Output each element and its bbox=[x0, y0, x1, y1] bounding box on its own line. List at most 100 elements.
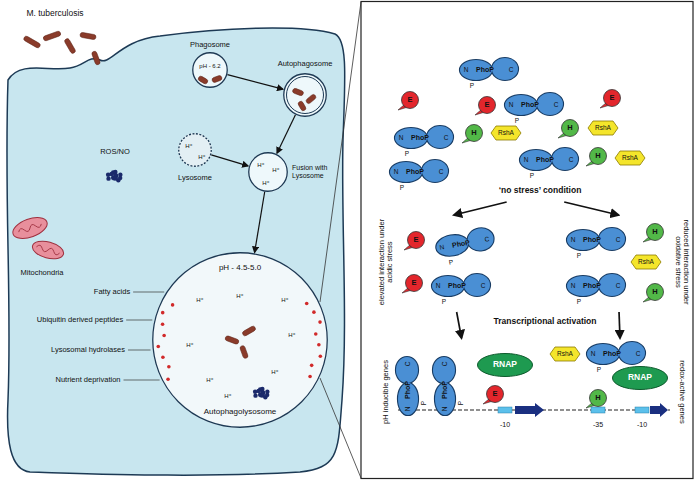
phop-protein bbox=[567, 228, 625, 250]
promoter-element bbox=[635, 407, 649, 413]
polymerase-shape bbox=[478, 354, 533, 377]
compartment-membrane bbox=[179, 134, 212, 167]
phop-c-domain bbox=[492, 58, 518, 80]
ros-particle bbox=[256, 389, 260, 393]
mitochondrion bbox=[10, 213, 50, 242]
node-outline bbox=[380, 55, 690, 200]
sigma-body bbox=[590, 148, 607, 165]
domain-letter: N bbox=[404, 407, 411, 412]
domain-letter: C bbox=[444, 134, 449, 141]
phop-c-domain bbox=[537, 93, 563, 115]
phop-outline bbox=[599, 274, 625, 296]
node-label: elevated interaction under acidic stress bbox=[378, 217, 395, 307]
sigma-letter: H bbox=[471, 129, 476, 137]
sigma-letter: H bbox=[595, 394, 600, 402]
macrophage-cell bbox=[7, 28, 345, 475]
phop-outline bbox=[433, 357, 455, 383]
node-label: Fusion with Lysosome bbox=[292, 164, 334, 179]
degradative-particle bbox=[161, 323, 165, 327]
rsha-protein bbox=[588, 121, 618, 135]
proton-label: H⁺ bbox=[262, 180, 270, 187]
phop-c-domain bbox=[552, 148, 578, 170]
phop-protein bbox=[587, 342, 645, 364]
ros-particle bbox=[118, 173, 122, 177]
phop-protein bbox=[433, 357, 455, 415]
rsha-shape bbox=[588, 121, 618, 135]
bacterium bbox=[239, 345, 248, 359]
domain-letter: C bbox=[616, 236, 621, 243]
bacterium bbox=[297, 100, 306, 111]
node-outline bbox=[378, 215, 530, 310]
promoter-label: -10 bbox=[500, 421, 510, 429]
fusion-compartment: Fusion with Lysosome bbox=[248, 152, 288, 192]
phop-outline bbox=[492, 58, 518, 80]
protein-name: RshA bbox=[557, 350, 573, 357]
sigma-body bbox=[402, 92, 419, 109]
mitochondrion-body bbox=[30, 238, 65, 262]
flow-arrow bbox=[564, 202, 618, 215]
node-label: RNAP bbox=[628, 373, 652, 382]
node-label: Phagosome bbox=[190, 41, 230, 49]
phop-c-domain bbox=[433, 357, 455, 383]
compartment-fill bbox=[178, 133, 212, 167]
proton-label: H⁺ bbox=[186, 342, 194, 349]
inner-membrane bbox=[287, 77, 324, 114]
sigma-factor bbox=[404, 232, 425, 251]
promoter-label: -10 bbox=[637, 421, 647, 429]
compartment-membrane bbox=[284, 74, 327, 117]
rsha-shape bbox=[631, 255, 661, 269]
domain-letter: N bbox=[441, 407, 448, 412]
domain-letter: N bbox=[571, 282, 576, 289]
protein-name: PhoP bbox=[441, 381, 449, 399]
annotation-label: Transcriptional activation bbox=[494, 317, 597, 326]
sigma-body bbox=[647, 224, 664, 241]
phop-protein bbox=[460, 58, 518, 80]
phosphate-label: P bbox=[420, 401, 427, 405]
bacterium bbox=[242, 325, 257, 336]
phop-outline bbox=[599, 228, 625, 250]
rsha-protein bbox=[615, 151, 645, 165]
acidic-stress-state: elevated interaction under acidic stress bbox=[378, 215, 530, 310]
phagosome-compartment: PhagosomepH - 6.2 bbox=[192, 52, 228, 88]
protein-name: PhoP bbox=[411, 134, 429, 142]
sigma-body bbox=[487, 386, 504, 403]
phosphate-label: P bbox=[530, 172, 534, 179]
flow-arrow bbox=[277, 115, 295, 153]
degradative-particle bbox=[162, 334, 166, 338]
node-outline bbox=[152, 252, 328, 428]
compartment-membrane bbox=[193, 53, 228, 88]
compartment-fill bbox=[248, 152, 288, 192]
degradative-particle bbox=[161, 355, 165, 359]
zoom-line bbox=[320, 378, 361, 478]
domain-letter: C bbox=[441, 362, 448, 367]
annotation-label: Ubiquitin derived peptides bbox=[37, 316, 123, 324]
sigma-body bbox=[604, 90, 621, 107]
flow-arrow bbox=[211, 155, 248, 166]
phosphate-label: P bbox=[457, 401, 464, 405]
sigma-letter: H bbox=[652, 288, 657, 296]
node-outline bbox=[283, 73, 327, 117]
degradative-particle bbox=[166, 378, 170, 382]
rsha-shape bbox=[491, 126, 521, 140]
domain-letter: C bbox=[481, 282, 486, 289]
phop-protein bbox=[567, 274, 625, 296]
domain-letter: C bbox=[484, 235, 490, 243]
phop-outline bbox=[464, 274, 490, 296]
phosphate-label: P bbox=[400, 184, 404, 191]
domain-letter: N bbox=[571, 236, 576, 243]
domain-letter: N bbox=[439, 243, 445, 251]
degradative-particle bbox=[319, 354, 323, 358]
ros-particle bbox=[106, 176, 110, 180]
sigma-factor bbox=[398, 92, 419, 111]
domain-letter: N bbox=[399, 134, 404, 141]
gene-arrow bbox=[515, 403, 544, 417]
sigma-letter: H bbox=[567, 124, 572, 132]
sigma-letter: H bbox=[652, 228, 657, 236]
phop-outline bbox=[466, 226, 495, 252]
proton-label: H⁺ bbox=[288, 332, 296, 339]
node-label: Autophagosome bbox=[278, 60, 333, 68]
domain-letter: C bbox=[616, 282, 621, 289]
phosphate-label: P bbox=[577, 252, 581, 259]
sigma-letter: E bbox=[492, 390, 497, 398]
